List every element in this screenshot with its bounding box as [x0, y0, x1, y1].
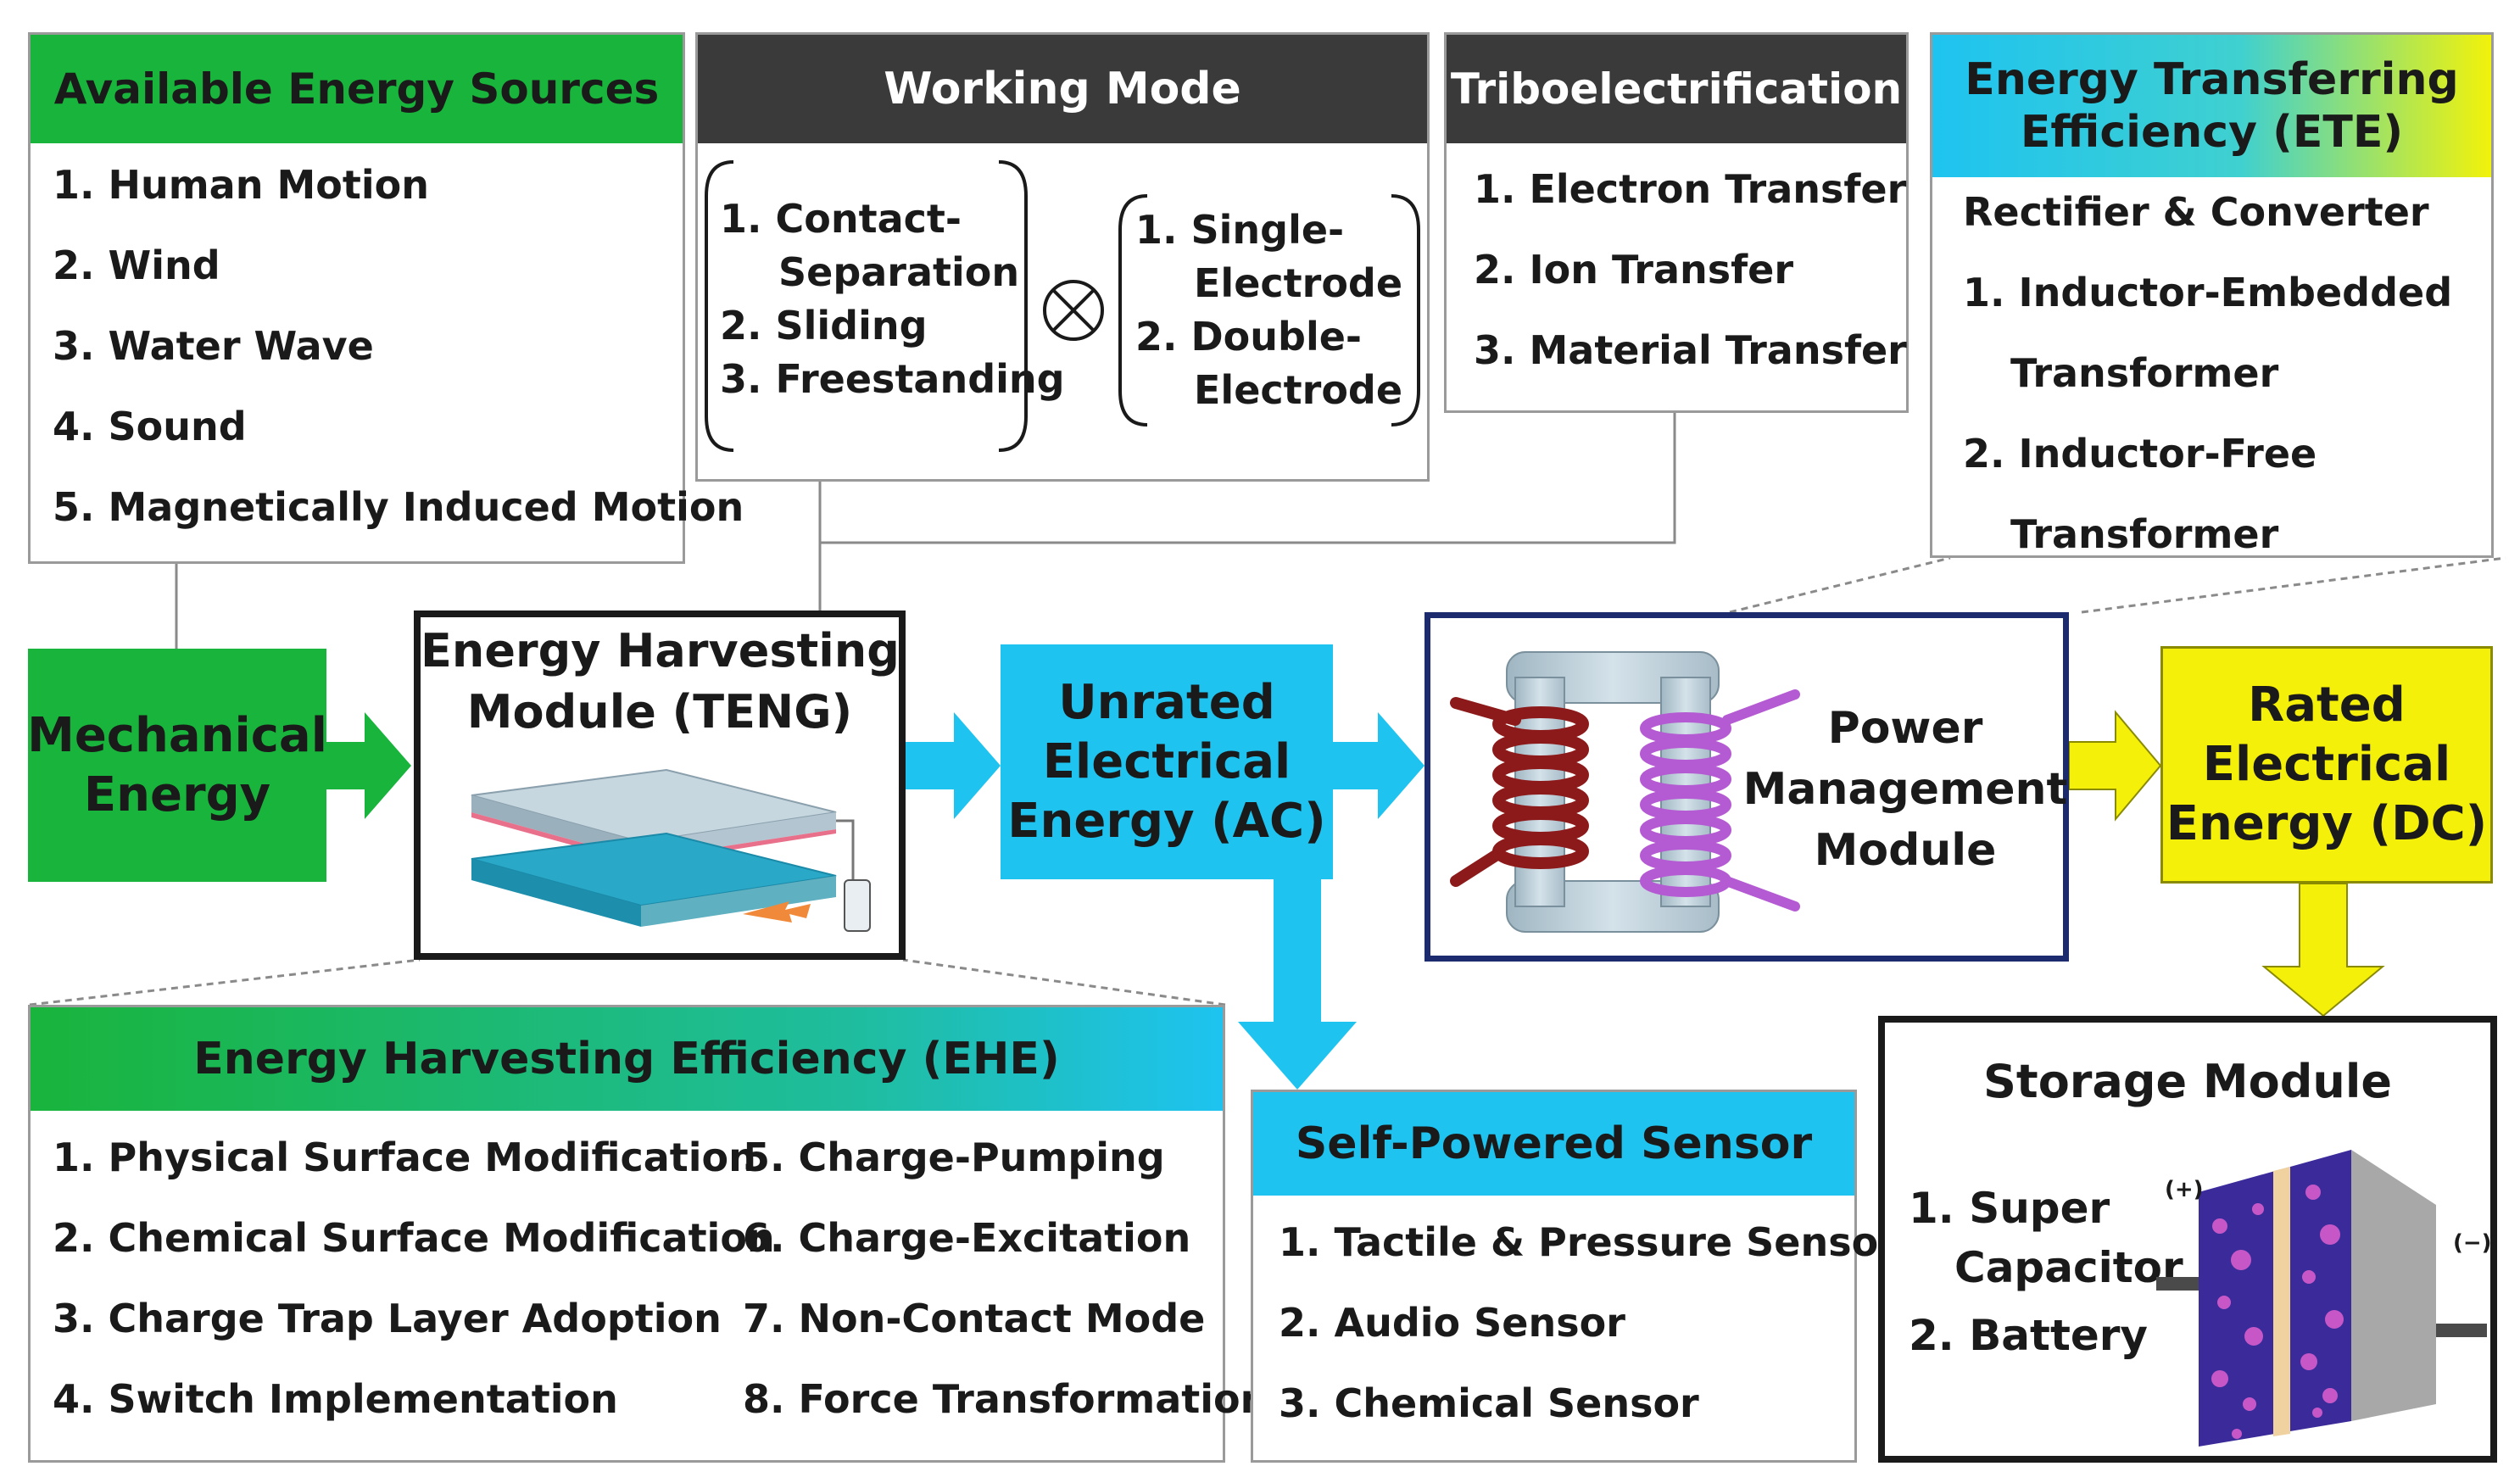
ehe-col2: 5. Charge-Pumping 6. Charge-Excitation 7…: [743, 1135, 1268, 1457]
mode-double-electrode: Electrode: [1194, 367, 1403, 413]
list-item: 4. Sound: [53, 404, 247, 449]
energy-sources-list: 1. Human Motion 2. Wind 3. Water Wave 4.…: [53, 162, 744, 560]
cell-dots: [2211, 1185, 2344, 1439]
mode-freestanding: 3. Freestanding: [720, 356, 1065, 402]
rated-line3: Energy (DC): [2166, 796, 2488, 851]
arrow-unrated-to-power: [1333, 712, 1424, 819]
mechanical-energy-box: Mechanical Energy: [27, 649, 327, 882]
ehe-panel: Energy Harvesting Efficiency (EHE) 1. Ph…: [28, 1005, 1268, 1463]
ehe-col1: 1. Physical Surface Modification 2. Chem…: [53, 1135, 775, 1457]
sensor-panel: Self-Powered Sensor 1. Tactile & Pressur…: [1251, 1090, 1898, 1463]
mode-contact: 1. Contact-: [720, 196, 962, 242]
mode-single: 1. Single-: [1135, 207, 1345, 253]
list-item: 6. Charge-Excitation: [743, 1215, 1191, 1261]
ete-rectifier: Rectifier & Converter: [1963, 189, 2429, 235]
arrow-unrated-to-sensor: [1238, 879, 1357, 1090]
mechanical-line1: Mechanical: [27, 707, 327, 763]
list-item: 4. Switch Implementation: [53, 1376, 618, 1422]
unrated-energy-box: Unrated Electrical Energy (AC): [1001, 644, 1333, 879]
list-item: 3. Charge Trap Layer Adoption: [53, 1296, 722, 1341]
rated-line2: Electrical: [2202, 737, 2451, 792]
multiply-icon: [1043, 280, 1104, 341]
rated-line1: Rated: [2248, 677, 2406, 733]
list-item: 3. Water Wave: [53, 323, 374, 369]
teng-module-box: Energy Harvesting Module (TENG): [414, 610, 906, 960]
storage-supercap: 1. Super: [1909, 1184, 2110, 1233]
teng-line2: Module (TENG): [466, 685, 853, 739]
triboelectrification-panel: Triboelectrification 1. Electron Transfe…: [1444, 32, 1909, 413]
mode-double: 2. Double-: [1135, 314, 1363, 360]
arrow-power-to-rated: [2068, 710, 2162, 822]
list-item: 2. Ion Transfer: [1474, 247, 1794, 293]
power-line3: Module: [1814, 825, 1997, 876]
list-item: 3. Material Transfer: [1474, 327, 1907, 373]
unrated-line2: Electrical: [1042, 733, 1291, 789]
list-item: 7. Non-Contact Mode: [743, 1296, 1206, 1341]
ete-inductor-embedded: 1. Inductor-Embedded: [1963, 270, 2453, 315]
ete-transformer-2: Transformer: [2010, 511, 2279, 557]
secondary-coil: [1640, 689, 1800, 912]
positive-terminal-label: (+): [2165, 1177, 2204, 1202]
negative-terminal-label: (−): [2453, 1230, 2492, 1256]
sensor-title: Self-Powered Sensor: [1253, 1092, 1854, 1196]
mode-sliding: 2. Sliding: [720, 303, 928, 348]
list-item: 5. Charge-Pumping: [743, 1135, 1165, 1180]
list-item: 5. Magnetically Induced Motion: [53, 484, 744, 530]
storage-capacitor: Capacitor: [1954, 1243, 2183, 1292]
working-mode-brackets: [705, 160, 1420, 452]
list-item: 2. Chemical Surface Modification: [53, 1215, 775, 1261]
battery-illustration: [2156, 1150, 2487, 1447]
connector-lines: [29, 413, 2506, 1006]
arrow-teng-to-unrated: [906, 712, 1001, 819]
energy-sources-title: Available Energy Sources: [31, 35, 683, 143]
mechanical-line2: Energy: [83, 767, 271, 822]
transformer-illustration: [1450, 651, 1800, 933]
ete-title: Energy Transferring Efficiency (ETE): [1932, 35, 2491, 177]
sensor-list: 1. Tactile & Pressure Sensor 2. Audio Se…: [1279, 1219, 1898, 1457]
list-item: 1. Physical Surface Modification: [53, 1135, 756, 1180]
ete-title-line1: Energy Transferring: [1965, 53, 2459, 105]
teng-line1: Energy Harvesting: [421, 624, 900, 677]
list-item: 8. Force Transformation: [743, 1376, 1268, 1422]
primary-coil: [1450, 697, 1589, 887]
list-item: 3. Chemical Sensor: [1279, 1380, 1699, 1426]
triboelectrification-title: Triboelectrification: [1447, 35, 1906, 143]
ete-inductor-free: 2. Inductor-Free: [1963, 431, 2317, 477]
list-item: 1. Tactile & Pressure Sensor: [1279, 1219, 1898, 1265]
list-item: 1. Electron Transfer: [1474, 166, 1907, 212]
storage-title: Storage Module: [1982, 1055, 2393, 1108]
working-mode-panel: Working Mode 1. Contact- Separation 2. S…: [695, 32, 1430, 482]
list-item: 2. Audio Sensor: [1279, 1300, 1625, 1346]
teng-device-illustration: [471, 768, 871, 932]
power-line1: Power: [1827, 703, 1983, 754]
rated-energy-box: Rated Electrical Energy (DC): [2160, 646, 2493, 884]
arrow-rated-to-storage: [2261, 883, 2385, 1017]
ehe-title: Energy Harvesting Efficiency (EHE): [31, 1007, 1223, 1111]
ete-panel: Energy Transferring Efficiency (ETE) Rec…: [1930, 32, 2494, 558]
list-item: 2. Wind: [53, 243, 220, 288]
mode-separation: Separation: [778, 249, 1020, 295]
unrated-line1: Unrated: [1058, 674, 1275, 730]
storage-battery: 2. Battery: [1909, 1311, 2149, 1360]
storage-module-box: Storage Module 1. Super Capacitor 2. Bat…: [1878, 1016, 2497, 1463]
triboelectrification-list: 1. Electron Transfer 2. Ion Transfer 3. …: [1474, 166, 1907, 404]
ete-title-line2: Efficiency (ETE): [2020, 107, 2404, 158]
power-management-box: Power Management Module: [1424, 612, 2069, 962]
ete-transformer-1: Transformer: [2010, 350, 2279, 396]
working-mode-title: Working Mode: [698, 35, 1427, 143]
arrow-mechanical-to-teng: [326, 712, 411, 819]
list-item: 1. Human Motion: [53, 162, 429, 208]
mode-single-electrode: Electrode: [1194, 260, 1403, 306]
power-line2: Management: [1742, 764, 2068, 815]
unrated-line3: Energy (AC): [1007, 793, 1326, 849]
energy-sources-panel: Available Energy Sources 1. Human Motion…: [28, 32, 744, 564]
